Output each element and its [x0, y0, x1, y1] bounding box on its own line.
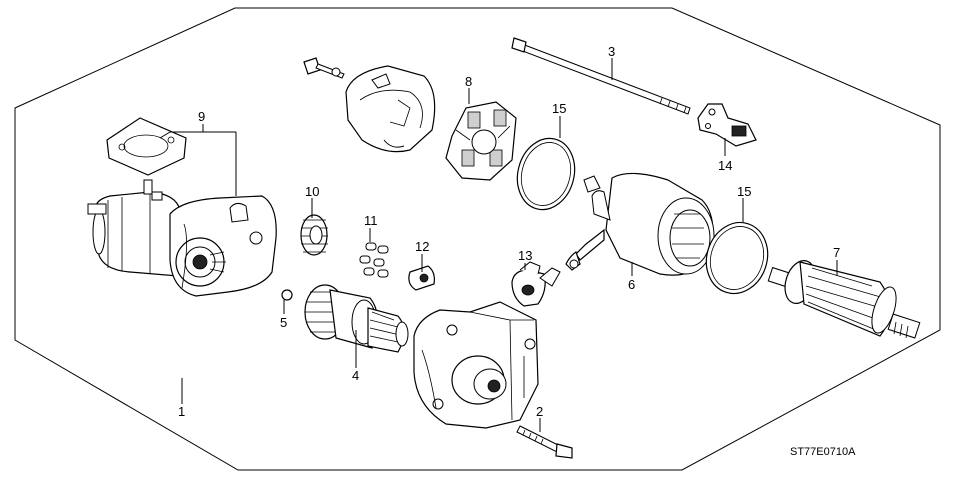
part-11-rollers[interactable] [359, 242, 389, 278]
callout-5: 5 [280, 315, 287, 330]
part-2-bolt[interactable] [516, 425, 573, 459]
part-1-starter-assembly[interactable] [87, 179, 277, 297]
callout-14: 14 [718, 158, 732, 173]
drive-end-housing[interactable] [413, 301, 539, 429]
part-3-through-bolt[interactable] [511, 37, 691, 115]
part-13-lever[interactable] [511, 261, 561, 307]
part-5-steel-ball[interactable] [281, 289, 293, 301]
callout-12: 12 [415, 239, 429, 254]
part-14-plate[interactable] [697, 103, 757, 147]
callout-10: 10 [305, 184, 319, 199]
part-12-retainer[interactable] [408, 265, 435, 291]
assembly-boundary [14, 7, 941, 471]
callout-13: 13 [518, 248, 532, 263]
callout-11: 11 [364, 213, 378, 228]
part-15-o-ring-lower-inner [709, 226, 765, 290]
part-7-armature[interactable] [767, 257, 921, 339]
part-4-overrunning-clutch[interactable] [304, 284, 409, 353]
part-15-o-ring-upper[interactable] [510, 132, 583, 216]
callout-15-lower: 15 [737, 184, 751, 199]
callout-4: 4 [352, 368, 359, 383]
callout-9: 9 [198, 109, 205, 124]
part-10-gear[interactable] [300, 214, 328, 256]
callout-7: 7 [833, 245, 840, 260]
part-8-brush-holder[interactable] [445, 101, 517, 181]
callout-6: 6 [628, 277, 635, 292]
part-6-yoke-assembly[interactable] [565, 172, 715, 276]
part-9-gasket[interactable] [106, 117, 187, 176]
part-15-o-ring-lower[interactable] [697, 214, 776, 301]
callout-3: 3 [608, 44, 615, 59]
callout-2: 2 [536, 404, 543, 419]
part-15-o-ring-upper-inner [520, 142, 572, 206]
callout-1: 1 [178, 404, 185, 419]
callout-8: 8 [465, 74, 472, 89]
rear-end-cover[interactable] [303, 57, 436, 153]
drawing-code: ST77E0710A [790, 446, 856, 458]
callout-15-upper: 15 [552, 101, 566, 116]
leader-lines [159, 58, 838, 432]
